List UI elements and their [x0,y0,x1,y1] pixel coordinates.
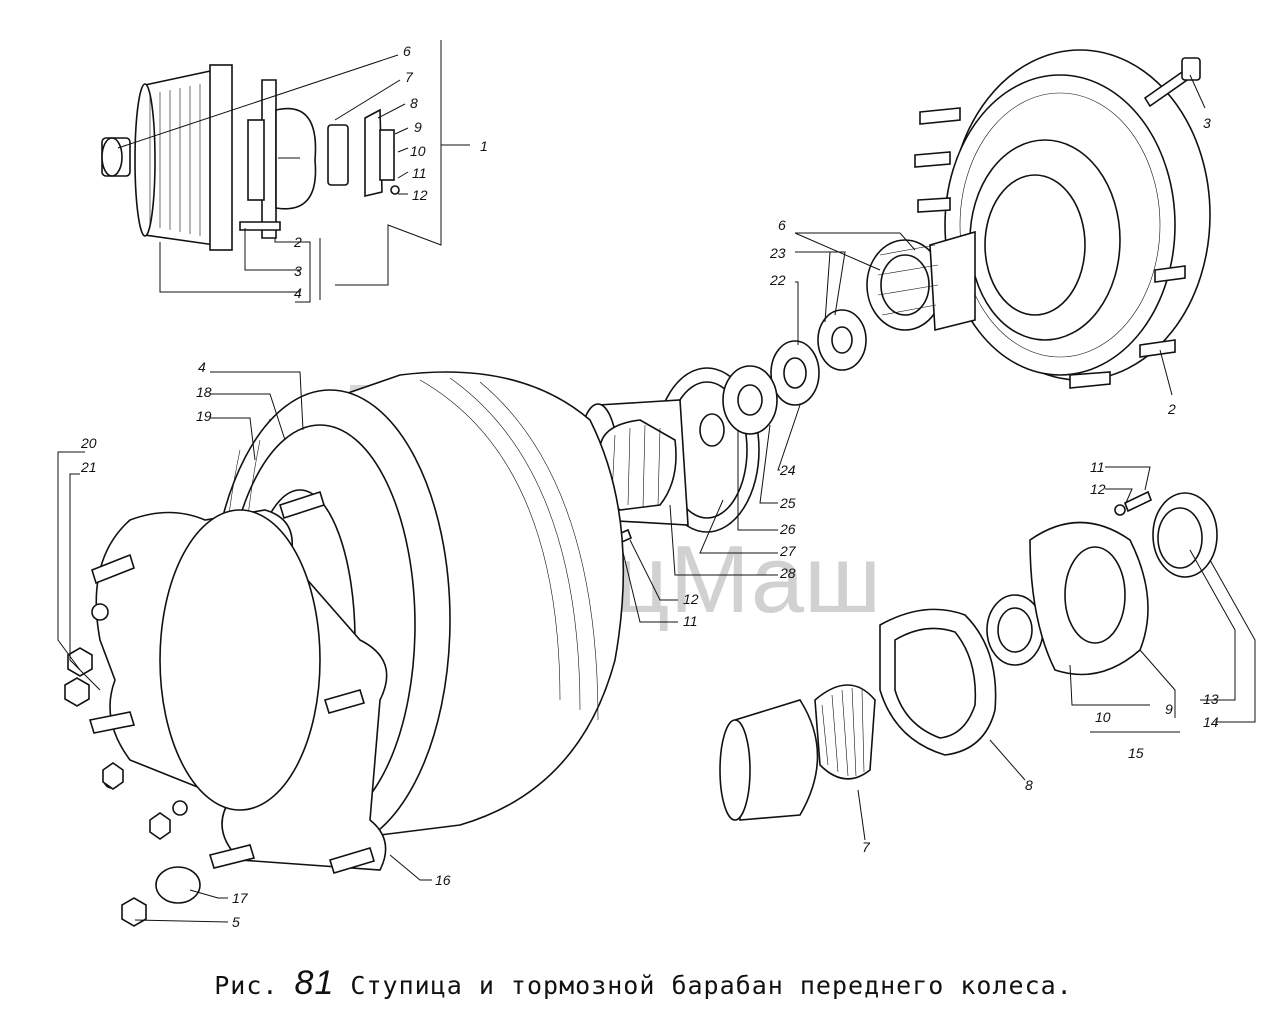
callout-9: 9 [1165,701,1173,717]
callout-6: 6 [403,43,411,59]
callout-25: 25 [779,495,796,511]
callout-21: 21 [80,459,97,475]
callout-10: 10 [410,143,426,159]
callout-5: 5 [232,914,240,930]
middle-callouts: 24 25 26 27 28 12 11 [683,462,797,629]
callout-10: 10 [1095,709,1111,725]
callout-27: 27 [779,543,797,559]
callout-22: 22 [769,272,786,288]
bearing-callouts: 11 12 8 7 10 9 13 14 15 [862,459,1219,855]
callout-26: 26 [779,521,796,537]
bearing-set [719,466,1256,841]
callout-17: 17 [232,890,249,906]
callout-6: 6 [778,217,786,233]
callout-20: 20 [80,435,97,451]
callout-19: 19 [196,408,212,424]
hub-callouts: 3 6 23 22 2 [769,115,1211,417]
callout-4: 4 [198,359,206,375]
callout-4: 4 [294,285,302,301]
callout-7: 7 [862,839,871,855]
callout-11: 11 [1090,459,1105,475]
callout-23: 23 [769,245,786,261]
callout-11: 11 [412,165,427,181]
inset-callouts: 6 7 8 9 10 11 12 1 2 3 4 [293,43,488,301]
callout-2: 2 [1167,401,1176,417]
caption-number: 81 [294,964,335,1002]
callout-2: 2 [293,234,302,250]
callout-18: 18 [196,384,212,400]
callout-16: 16 [435,872,451,888]
callout-28: 28 [779,565,796,581]
figure-caption: Рис. 81 Ступица и тормозной барабан пере… [0,964,1287,1003]
wheel-mount-plate [57,371,432,927]
callout-12: 12 [1090,481,1106,497]
callout-12: 12 [412,187,428,203]
callout-14: 14 [1203,714,1219,730]
caption-prefix: Рис. [214,971,279,1000]
callout-1: 1 [480,138,488,154]
callout-13: 13 [1203,691,1219,707]
callout-7: 7 [405,69,414,85]
callout-12: 12 [683,591,699,607]
callout-15: 15 [1128,745,1144,761]
inset-hub-assembly [101,40,470,303]
callout-3: 3 [1203,115,1211,131]
callout-9: 9 [414,119,422,135]
caption-title: Ступица и тормозной барабан переднего ко… [350,971,1073,1000]
callout-3: 3 [294,263,302,279]
callout-24: 24 [779,462,796,478]
callout-11: 11 [683,613,698,629]
wheel-hub [770,49,1211,406]
callout-8: 8 [410,95,418,111]
callout-8: 8 [1025,777,1033,793]
drum-callouts: 4 18 19 20 21 16 17 5 [80,359,451,930]
